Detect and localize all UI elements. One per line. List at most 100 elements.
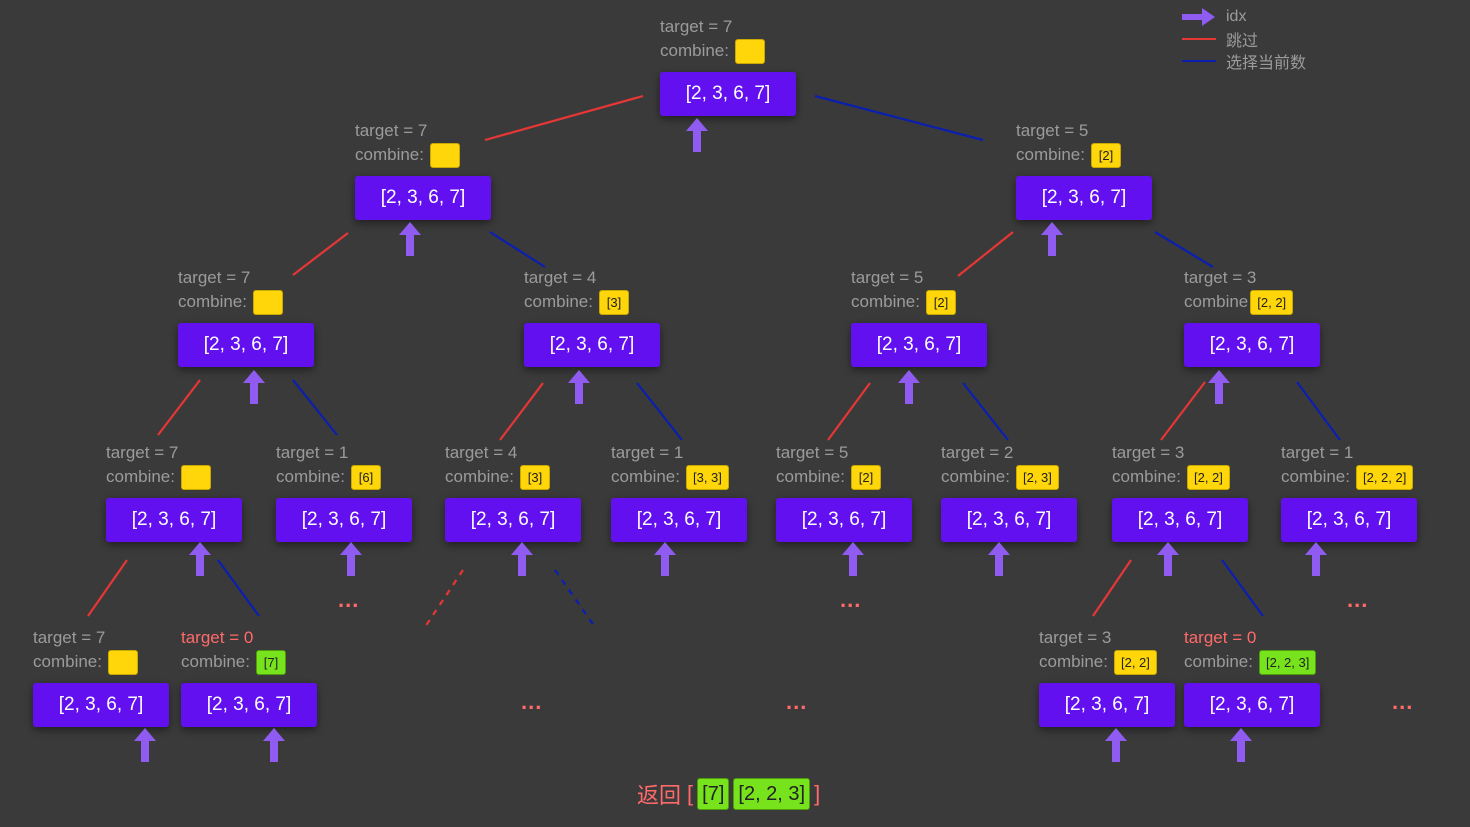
node-combine-label: combine: — [355, 142, 491, 168]
idx-arrow-icon — [568, 370, 590, 404]
combine-label: combine: — [1281, 467, 1350, 486]
node-combine-label: combine: — [33, 649, 169, 675]
combine-chip: [7] — [255, 649, 286, 675]
skip-edge — [87, 559, 128, 617]
candidates-array-box: [2, 3, 6, 7] — [33, 683, 169, 727]
result: 返回 [ [7] [2, 2, 3] ] — [637, 778, 820, 810]
combine-chip: [2, 2] — [1250, 289, 1294, 315]
target-value: 5 — [1078, 121, 1089, 140]
node-combine-label: combine:[2] — [851, 289, 987, 315]
target-value: 1 — [1343, 443, 1354, 462]
choose-edge — [554, 569, 596, 628]
candidates-array-box: [2, 3, 6, 7] — [776, 498, 912, 542]
idx-arrow-icon — [1157, 542, 1179, 576]
node-target-label: target = 7 — [660, 16, 796, 38]
idx-arrow-icon — [1105, 728, 1127, 762]
candidates-array-box: [2, 3, 6, 7] — [1281, 498, 1417, 542]
skip-edge — [499, 382, 544, 441]
combine-label: combine: — [1112, 467, 1181, 486]
choose-edge — [292, 379, 338, 436]
idx-arrow-icon — [1230, 728, 1252, 762]
target-prefix: target = — [1184, 268, 1247, 287]
combine-label: combine — [1184, 292, 1249, 311]
candidates-array-box: [2, 3, 6, 7] — [524, 323, 660, 367]
node-target-label: target = 7 — [178, 267, 314, 289]
node-target-label: target = 0 — [1184, 627, 1320, 649]
node-target-label: target = 0 — [181, 627, 317, 649]
idx-arrow-icon — [1305, 542, 1327, 576]
combine-chip: [2] — [925, 289, 956, 315]
skip-edge — [957, 231, 1014, 277]
ellipsis: ... — [840, 587, 862, 612]
idx-arrow-icon — [134, 728, 156, 762]
idx-arrow-icon — [988, 542, 1010, 576]
candidates-array-box: [2, 3, 6, 7] — [106, 498, 242, 542]
combine-label: combine: — [276, 467, 345, 486]
idx-arrow-icon — [511, 542, 533, 576]
node-combine-label: combine: — [106, 464, 242, 490]
target-prefix: target = — [1281, 443, 1344, 462]
choose-edge — [814, 94, 984, 142]
skip-edge — [424, 569, 464, 628]
combine-chip — [429, 142, 460, 168]
target-value: 4 — [586, 268, 597, 287]
combine-label: combine: — [445, 467, 514, 486]
target-value: 7 — [417, 121, 428, 140]
combine-label: combine: — [524, 292, 593, 311]
combine-chip: [2] — [1090, 142, 1121, 168]
legend-blue-line-icon — [1182, 50, 1216, 72]
skip-edge — [1160, 381, 1206, 441]
candidates-array-box: [2, 3, 6, 7] — [355, 176, 491, 220]
target-value: 5 — [913, 268, 924, 287]
candidates-array-box: [2, 3, 6, 7] — [660, 72, 796, 116]
combine-chip — [734, 38, 765, 64]
node-target-label: target = 1 — [276, 442, 412, 464]
target-value: 0 — [243, 628, 254, 647]
ellipsis: ... — [338, 587, 360, 612]
node-target-label: target = 4 — [445, 442, 581, 464]
candidates-array-box: [2, 3, 6, 7] — [851, 323, 987, 367]
target-value: 3 — [1174, 443, 1185, 462]
idx-arrow-icon — [340, 542, 362, 576]
node-target-label: target = 4 — [524, 267, 660, 289]
idx-arrow-icon — [189, 542, 211, 576]
ellipsis: ... — [1347, 587, 1369, 612]
candidates-array-box: [2, 3, 6, 7] — [941, 498, 1077, 542]
candidates-array-box: [2, 3, 6, 7] — [178, 323, 314, 367]
node-target-label: target = 5 — [776, 442, 912, 464]
combine-chip: [2, 2, 3] — [1258, 649, 1317, 675]
node-combine-label: combine[2, 2] — [1184, 289, 1320, 315]
node-target-label: target = 7 — [33, 627, 169, 649]
idx-arrow-icon — [399, 222, 421, 256]
legend-item-skip: 跳过 — [1182, 28, 1306, 50]
candidates-array-box: [2, 3, 6, 7] — [611, 498, 747, 542]
candidates-array-box: [2, 3, 6, 7] — [445, 498, 581, 542]
choose-edge — [489, 231, 546, 268]
choose-edge — [217, 559, 260, 617]
idx-arrow-icon — [1208, 370, 1230, 404]
legend-label-skip: 跳过 — [1226, 33, 1259, 50]
node-combine-label: combine:[6] — [276, 464, 412, 490]
combine-label: combine: — [178, 292, 247, 311]
node-target-label: target = 3 — [1184, 267, 1320, 289]
node-target-label: target = 2 — [941, 442, 1077, 464]
node-combine-label: combine:[2, 3] — [941, 464, 1077, 490]
node-combine-label: combine:[7] — [181, 649, 317, 675]
choose-edge — [1296, 381, 1341, 441]
combine-label: combine: — [1184, 652, 1253, 671]
ellipsis: ... — [1392, 689, 1414, 714]
node-target-label: target = 7 — [106, 442, 242, 464]
target-prefix: target = — [33, 628, 96, 647]
